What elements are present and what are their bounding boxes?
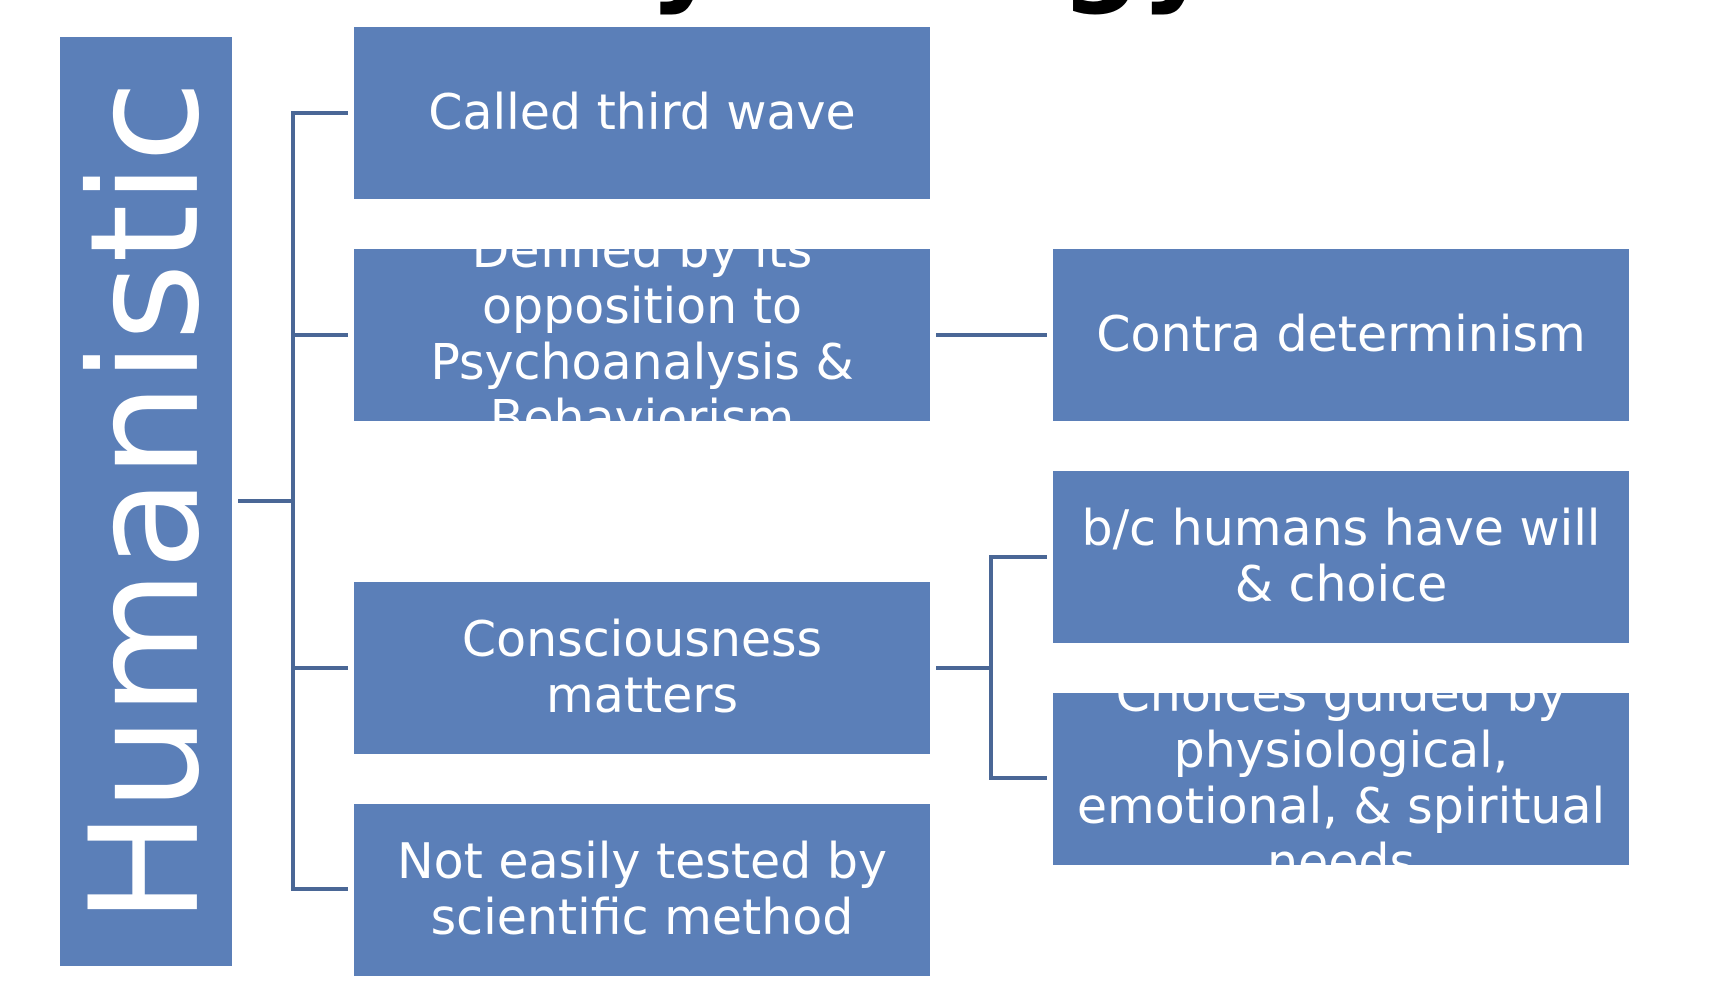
connector-root — [238, 499, 293, 503]
node-label: Called third wave — [428, 84, 856, 141]
node-contra-determinism: Contra determinism — [1053, 249, 1629, 421]
connector-branch — [291, 666, 348, 670]
connector-contra — [936, 333, 1047, 337]
node-not-easily-tested: Not easily tested by scientific method — [354, 804, 930, 976]
connector-branch — [291, 111, 348, 115]
node-label: b/c humans have will & choice — [1081, 500, 1601, 613]
node-defined-by-opposition: Defined by its opposition to Psychoanaly… — [354, 249, 930, 421]
node-label: Not easily tested by scientific method — [397, 833, 887, 946]
node-will-and-choice: b/c humans have will & choice — [1053, 471, 1629, 643]
node-label: Choices guided by physiological, emotion… — [1076, 693, 1606, 865]
root-node-humanistic: Humanistic — [60, 37, 232, 966]
node-called-third-wave: Called third wave — [354, 27, 930, 199]
node-consciousness-matters: Consciousness matters — [354, 582, 930, 754]
connector-sub-trunk — [989, 555, 993, 780]
slide-title: Psychology — [0, 0, 1716, 22]
connector-consciousness — [936, 666, 991, 670]
node-label: Contra determinism — [1096, 306, 1586, 363]
connector-branch — [291, 333, 348, 337]
node-label: Consciousness matters — [461, 611, 823, 724]
connector-branch — [291, 887, 348, 891]
connector-branch — [989, 555, 1047, 559]
node-choices-guided: Choices guided by physiological, emotion… — [1053, 693, 1629, 865]
connector-trunk — [291, 111, 295, 891]
node-label: Defined by its opposition to Psychoanaly… — [430, 249, 854, 421]
root-label: Humanistic — [60, 79, 232, 924]
connector-branch — [989, 776, 1047, 780]
